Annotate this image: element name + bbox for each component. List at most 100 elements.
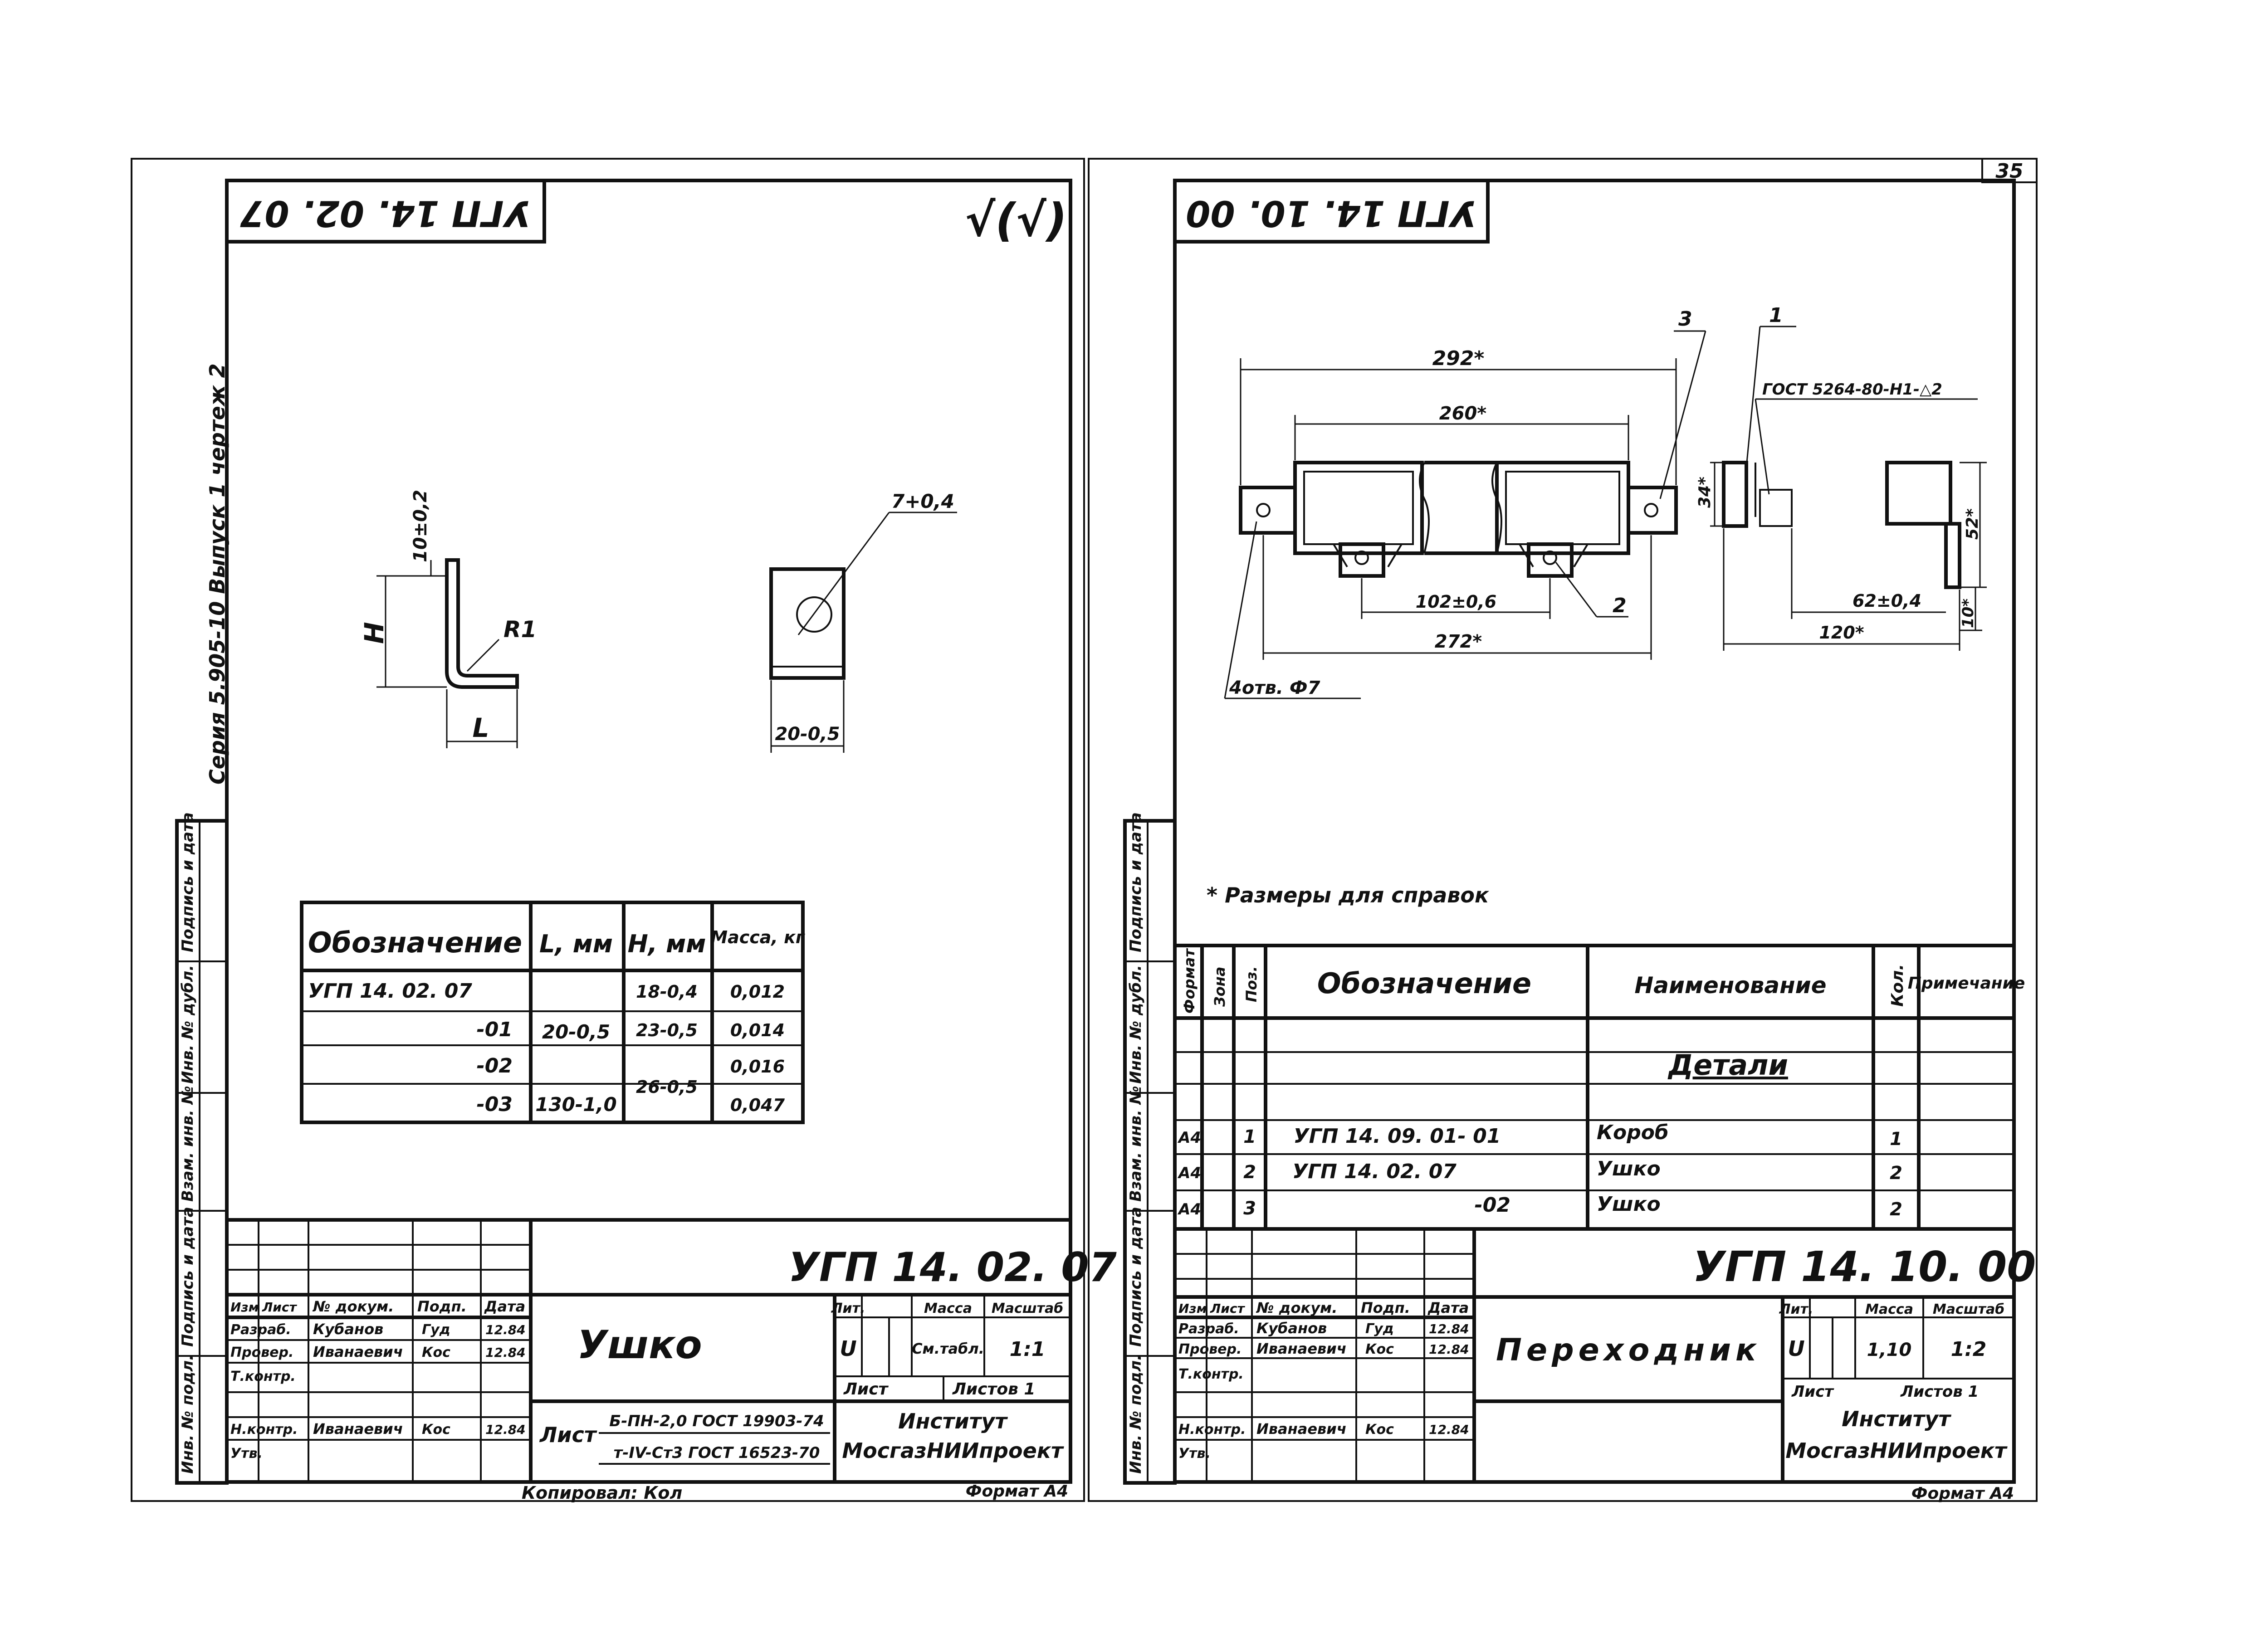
- right-stamp-code: УГП 14. 10. 00: [1186, 193, 1476, 234]
- left-title-name: Ушко: [577, 1322, 702, 1368]
- pos-3: 3: [1678, 307, 1692, 331]
- left-sign-header-4: Дата: [484, 1298, 525, 1315]
- spec-row-1-qty: 2: [1890, 1163, 1902, 1184]
- left-side-label-2: Подпись и дата: [179, 1207, 197, 1347]
- weld-note: ГОСТ 5264-80-Н1-△2: [1762, 380, 1942, 399]
- left-role-1-sign: Кос: [422, 1345, 450, 1360]
- right-role-1-date: 12.84: [1429, 1342, 1469, 1357]
- dim-holes: 4отв. Ф7: [1229, 678, 1320, 698]
- variant-row-3-l: 130-1,0: [535, 1093, 617, 1116]
- right-lit-header: Лит.: [1779, 1301, 1813, 1317]
- spec-table: Формат Зона Поз. Обозначение Наименовани…: [1173, 944, 2025, 1231]
- right-scale-value: 1:2: [1951, 1338, 1987, 1361]
- variant-row-1-l: 20-0,5: [542, 1021, 610, 1043]
- right-title-code: УГП 14. 10. 00: [1693, 1243, 2036, 1291]
- dim-260: 260*: [1439, 403, 1486, 424]
- dim-r: R1: [503, 616, 537, 643]
- right-role-3-sign: Кос: [1365, 1422, 1394, 1438]
- left-material-2: т-IV-Ст3 ГОСТ 16523-70: [614, 1444, 820, 1462]
- right-title-name: Переходник: [1496, 1332, 1761, 1368]
- right-role-1: Провер.: [1178, 1341, 1242, 1357]
- spec-section: Детали: [1667, 1048, 1788, 1082]
- right-mass-value: 1,10: [1867, 1340, 1912, 1360]
- left-side-label-1: Инв. № подл.: [179, 1355, 197, 1474]
- left-sign-header-1: Лист: [262, 1300, 297, 1315]
- bracket-front-view: 7+0,4 20-0,5: [769, 490, 957, 753]
- right-role-1-name: Иванаевич: [1256, 1340, 1347, 1357]
- right-role-0-name: Кубанов: [1256, 1320, 1327, 1337]
- right-side-label-5: Подпись и дата: [1127, 812, 1145, 952]
- spec-row-1-format: А4: [1177, 1164, 1201, 1182]
- variant-row-3-designation: -03: [477, 1093, 513, 1116]
- right-title-block: Изм Лист № докум. Подп. Дата Разраб. Куб…: [1173, 1227, 2036, 1484]
- spec-header-zone: Зона: [1211, 967, 1228, 1007]
- right-sheet-label: Лист: [1791, 1383, 1834, 1401]
- right-sign-header-4: Дата: [1427, 1299, 1469, 1316]
- left-role-4: Утв.: [230, 1446, 263, 1462]
- right-format: Формат А4: [1911, 1484, 2014, 1503]
- left-sheets-label: Листов 1: [952, 1380, 1035, 1399]
- variant-row-1-mass: 0,014: [730, 1020, 785, 1040]
- left-title-code: УГП 14. 02. 07: [788, 1244, 1117, 1291]
- right-sign-header-3: Подп.: [1361, 1299, 1410, 1316]
- variant-row-3-mass: 0,047: [730, 1095, 785, 1115]
- right-role-2: Т.контр.: [1178, 1366, 1244, 1382]
- right-sheet-frame: [1088, 158, 2038, 1502]
- dim-width: 20-0,5: [775, 724, 840, 745]
- spec-row-1-pos: 2: [1243, 1162, 1256, 1183]
- left-lit-value: U: [840, 1336, 856, 1361]
- spec-row-2-format: А4: [1177, 1200, 1201, 1219]
- left-stamp-box: [225, 179, 546, 244]
- variant-row-2-mass: 0,016: [730, 1057, 785, 1077]
- dim-292: 292*: [1432, 347, 1485, 370]
- left-sign-header-0: Изм: [230, 1300, 259, 1315]
- variant-header-designation: Обозначение: [308, 926, 522, 959]
- left-sign-header-3: Подп.: [417, 1298, 467, 1315]
- spec-header-designation: Обозначение: [1317, 967, 1531, 1000]
- spec-row-2-pos: 3: [1243, 1198, 1256, 1219]
- left-scale-header: Масштаб: [992, 1301, 1063, 1316]
- spec-header-note: Примечание: [1908, 974, 2025, 993]
- variant-row-0-designation: УГП 14. 02. 07: [308, 980, 472, 1003]
- left-role-3-sign: Кос: [422, 1422, 450, 1438]
- variant-row-0-mass: 0,012: [730, 982, 785, 1002]
- dim-102: 102±0,6: [1416, 592, 1496, 612]
- left-sheet-frame: [131, 158, 1085, 1502]
- variant-row-0-h: 18-0,4: [636, 982, 698, 1002]
- right-scale-header: Масштаб: [1933, 1301, 2004, 1317]
- variant-table: Обозначение L, мм H, мм Масса, кг УГП 14…: [300, 901, 805, 1124]
- spec-row-0-designation: УГП 14. 09. 01- 01: [1294, 1125, 1501, 1148]
- left-title-block: Изм Лист № докум. Подп. Дата Разраб. Куб…: [225, 1218, 1117, 1484]
- spec-row-2-qty: 2: [1890, 1199, 1902, 1220]
- left-material-label: Лист: [539, 1423, 597, 1447]
- dim-top: 10±0,2: [410, 490, 431, 562]
- right-side-label-1: Инв. № подл.: [1127, 1355, 1145, 1474]
- spec-header-qty: Кол.: [1888, 964, 1907, 1007]
- dim-120: 120*: [1819, 623, 1864, 643]
- left-sheet-label: Лист: [843, 1380, 889, 1399]
- right-side-label-3: Взам. инв. №: [1127, 1086, 1145, 1202]
- variant-header-mass: Масса, кг: [710, 927, 805, 947]
- left-role-0: Разраб.: [230, 1322, 291, 1338]
- dim-hole: 7+0,4: [891, 490, 954, 512]
- bracket-side-view: H 10±0,2 L R1: [359, 490, 537, 748]
- adapter-front-view: 292* 260* 102±0,6 272* 4отв. Ф7 2 3: [1224, 307, 1706, 699]
- left-sign-header-2: № докум.: [312, 1298, 394, 1315]
- left-role-3-name: Иванаевич: [313, 1420, 403, 1438]
- right-role-3: Н.контр.: [1178, 1422, 1246, 1438]
- right-side-strip: Инв. № подл. Подпись и дата Взам. инв. №…: [1123, 812, 1177, 1485]
- left-org-1: Институт: [898, 1409, 1008, 1433]
- spec-row-0-pos: 1: [1243, 1126, 1256, 1147]
- left-role-0-sign: Гуд: [422, 1322, 450, 1338]
- roughness-symbol: √(√): [965, 194, 1067, 247]
- spec-row-0-qty: 1: [1890, 1129, 1902, 1150]
- right-side-label-2: Подпись и дата: [1127, 1207, 1145, 1347]
- left-role-1-date: 12.84: [485, 1345, 526, 1360]
- right-role-4: Утв.: [1178, 1446, 1211, 1462]
- variant-row-3-h: 26-0,5: [636, 1077, 698, 1097]
- left-material-1: Б-ПН-2,0 ГОСТ 19903-74: [609, 1412, 824, 1430]
- right-sheets-label: Листов 1: [1900, 1383, 1979, 1401]
- variant-header-l: L, мм: [539, 930, 613, 958]
- right-role-3-name: Иванаевич: [1256, 1420, 1347, 1438]
